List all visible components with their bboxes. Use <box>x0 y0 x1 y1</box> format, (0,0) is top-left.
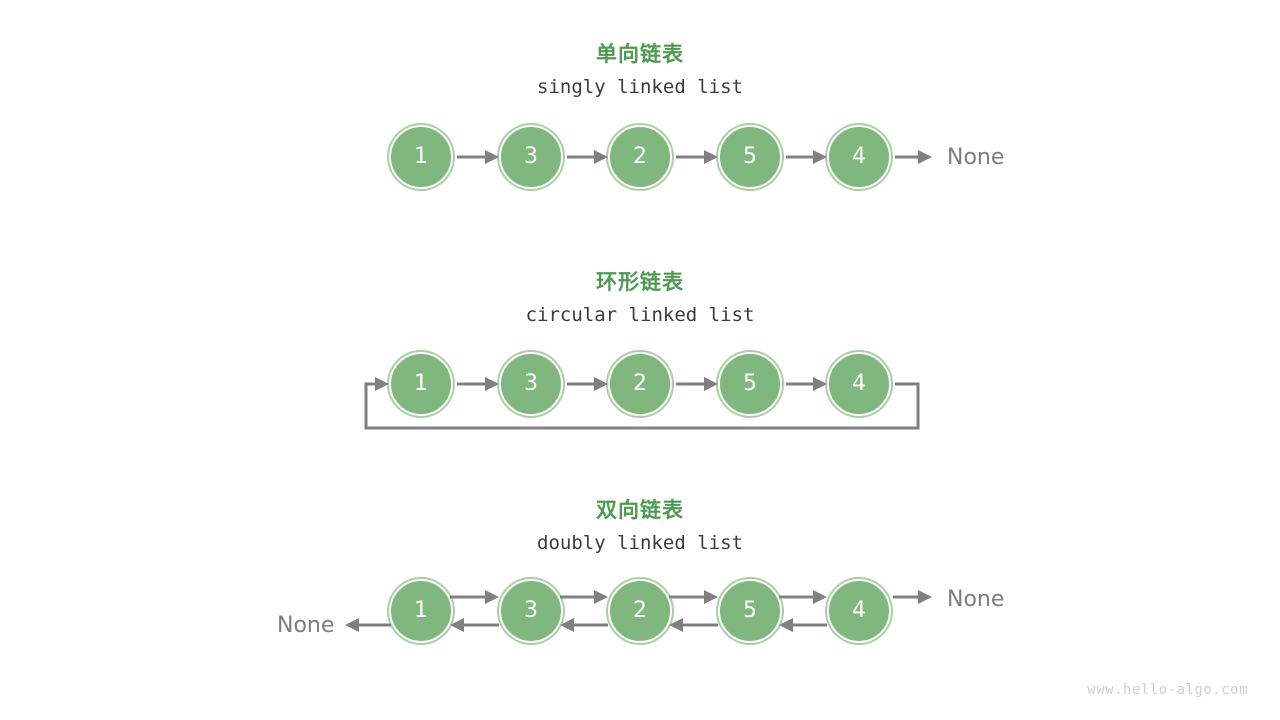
node-value: 5 <box>743 371 757 396</box>
list-node[interactable]: 1 <box>389 125 453 189</box>
node-value: 1 <box>414 598 428 623</box>
section-doubly-linked-list: 双向链表 doubly linked list 1 3 2 5 4 None N… <box>0 460 1280 700</box>
list-node[interactable]: 1 <box>389 579 453 643</box>
section-title-en-circular: circular linked list <box>525 304 755 326</box>
section-singly-linked-list: 单向链表 singly linked list 1 3 2 5 4 None <box>0 0 1280 230</box>
list-node[interactable]: 5 <box>718 125 782 189</box>
section-title-cn-singly: 单向链表 <box>596 42 684 66</box>
node-value: 1 <box>414 144 428 169</box>
section-circular-linked-list: 环形链表 circular linked list 1 3 2 5 4 <box>0 230 1280 460</box>
section-title-en-doubly: doubly linked list <box>537 532 743 554</box>
list-node[interactable]: 4 <box>827 579 891 643</box>
list-node[interactable]: 3 <box>499 352 563 416</box>
tail-null-label: None <box>947 587 1005 612</box>
list-node[interactable]: 5 <box>718 579 782 643</box>
list-node[interactable]: 1 <box>389 352 453 416</box>
tail-null-label: None <box>947 145 1005 170</box>
list-node[interactable]: 2 <box>608 125 672 189</box>
section-title-en-singly: singly linked list <box>537 76 743 98</box>
list-node[interactable]: 4 <box>827 125 891 189</box>
node-value: 4 <box>852 598 866 623</box>
node-value: 3 <box>524 598 538 623</box>
list-node[interactable]: 3 <box>499 125 563 189</box>
node-value: 5 <box>743 598 757 623</box>
section-title-cn-doubly: 双向链表 <box>596 498 684 522</box>
list-node[interactable]: 3 <box>499 579 563 643</box>
node-value: 3 <box>524 371 538 396</box>
list-node[interactable]: 5 <box>718 352 782 416</box>
node-value: 4 <box>852 144 866 169</box>
section-title-cn-circular: 环形链表 <box>596 270 684 294</box>
node-value: 3 <box>524 144 538 169</box>
list-node[interactable]: 2 <box>608 579 672 643</box>
node-value: 2 <box>633 371 647 396</box>
node-value: 2 <box>633 598 647 623</box>
head-null-label: None <box>277 613 335 638</box>
node-value: 2 <box>633 144 647 169</box>
list-node[interactable]: 2 <box>608 352 672 416</box>
list-node[interactable]: 4 <box>827 352 891 416</box>
watermark: www.hello-algo.com <box>1087 682 1248 698</box>
node-value: 5 <box>743 144 757 169</box>
node-value: 4 <box>852 371 866 396</box>
node-value: 1 <box>414 371 428 396</box>
